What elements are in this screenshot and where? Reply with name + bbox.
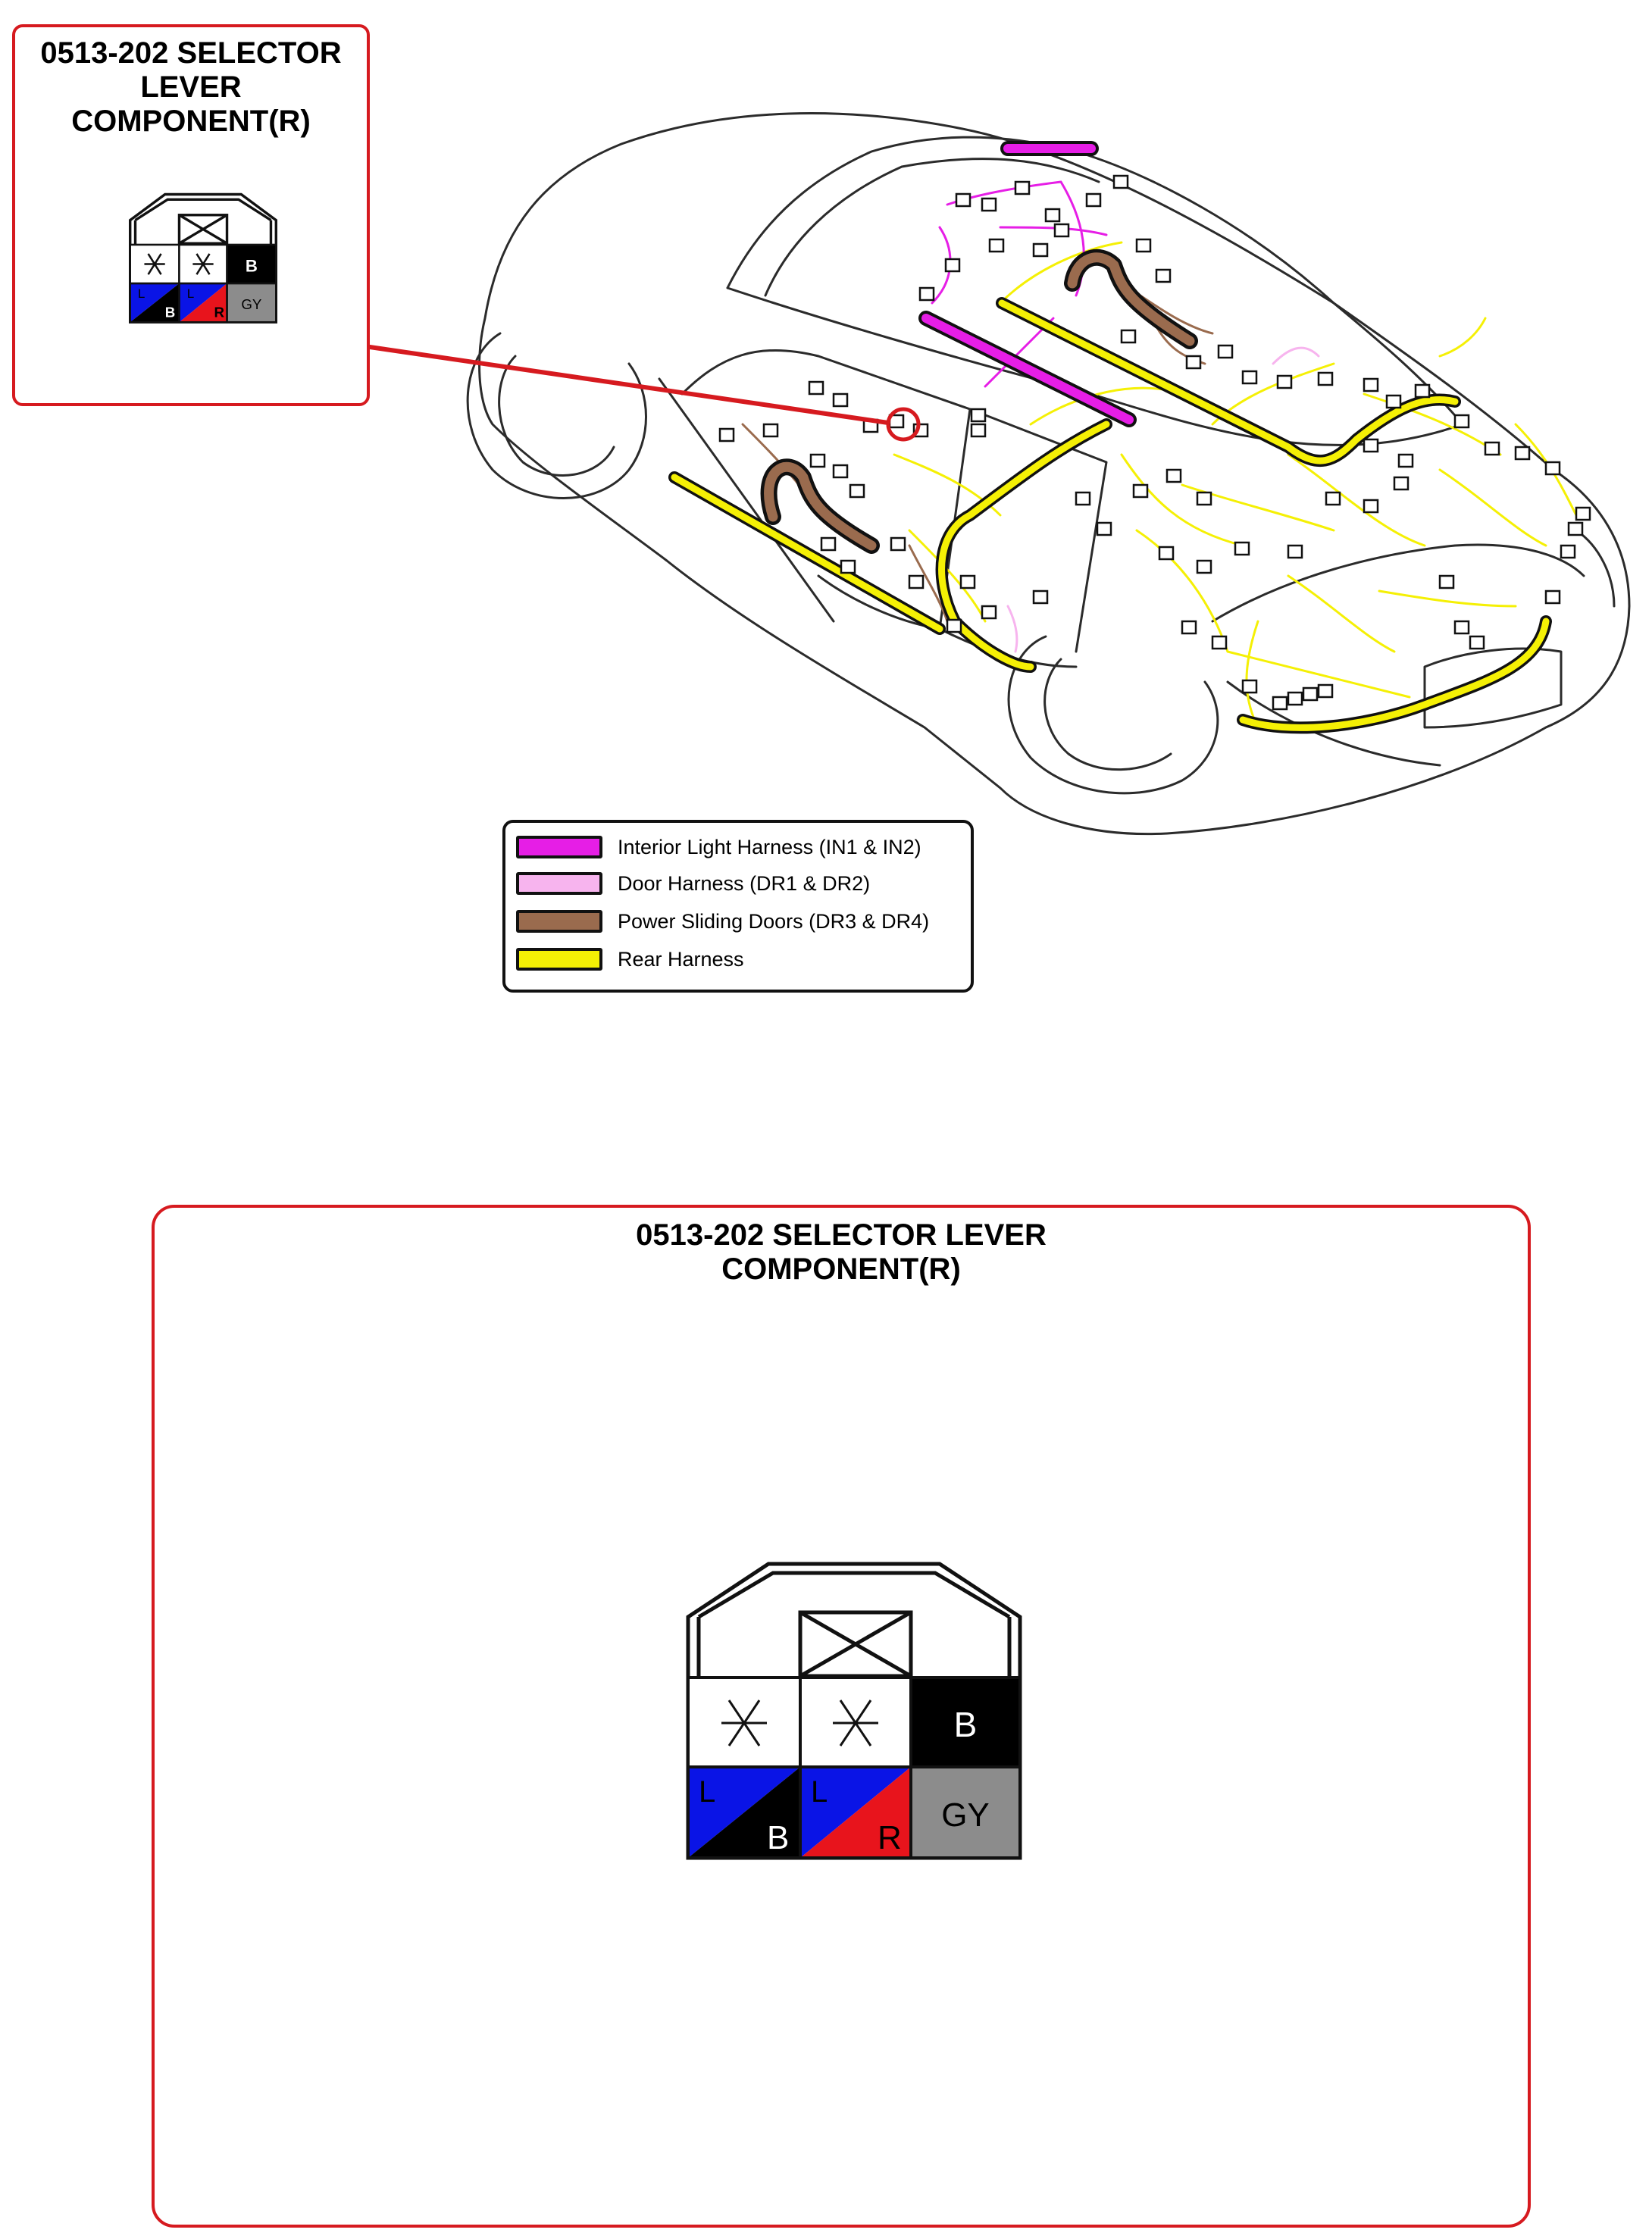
- legend-swatch: [516, 872, 602, 895]
- pin-label-gy: GY: [941, 1797, 990, 1834]
- legend-swatch: [516, 836, 602, 858]
- pin-label-b: B: [954, 1705, 978, 1744]
- legend-item-door: Door Harness (DR1 & DR2): [516, 868, 870, 899]
- legend-label: Power Sliding Doors (DR3 & DR4): [618, 909, 930, 933]
- pin-label-l: L: [811, 1775, 828, 1809]
- harness-legend: Interior Light Harness (IN1 & IN2) Door …: [502, 820, 974, 993]
- svg-text:GY: GY: [241, 296, 262, 312]
- legend-label: Interior Light Harness (IN1 & IN2): [618, 835, 921, 858]
- rear-wheel-outline: [1007, 635, 1219, 795]
- large-connector-callout: 0513-202 SELECTOR LEVER COMPONENT(R) B L…: [152, 1205, 1531, 2228]
- pin-label-l: L: [699, 1775, 715, 1809]
- svg-text:B: B: [246, 257, 258, 276]
- small-callout-title: 0513-202 SELECTOR LEVER COMPONENT(R): [40, 36, 342, 138]
- large-connector-face-icon: B L B L R GY: [686, 1562, 1022, 1860]
- svg-text:R: R: [214, 304, 224, 320]
- legend-swatch: [516, 948, 602, 971]
- large-callout-title: 0513-202 SELECTOR LEVER COMPONENT(R): [636, 1218, 1047, 1286]
- vehicle-harness-diagram: [466, 112, 1631, 836]
- pin-label-r: R: [878, 1819, 902, 1856]
- legend-item-interior-light: Interior Light Harness (IN1 & IN2): [516, 832, 921, 862]
- svg-text:L: L: [138, 286, 145, 301]
- car-body-outline: [478, 112, 1631, 836]
- legend-item-power-sliding-doors: Power Sliding Doors (DR3 & DR4): [516, 906, 929, 937]
- small-connector-callout: 0513-202 SELECTOR LEVER COMPONENT(R) B L…: [12, 24, 370, 406]
- legend-label: Rear Harness: [618, 947, 744, 971]
- legend-swatch: [516, 910, 602, 933]
- svg-text:L: L: [187, 286, 194, 301]
- svg-text:B: B: [165, 304, 176, 320]
- pin-label-b: B: [767, 1819, 789, 1856]
- legend-label: Door Harness (DR1 & DR2): [618, 871, 871, 895]
- small-connector-face-icon: B L B L R GY: [129, 192, 277, 324]
- front-wheel-outline: [466, 332, 647, 499]
- legend-item-rear: Rear Harness: [516, 944, 744, 974]
